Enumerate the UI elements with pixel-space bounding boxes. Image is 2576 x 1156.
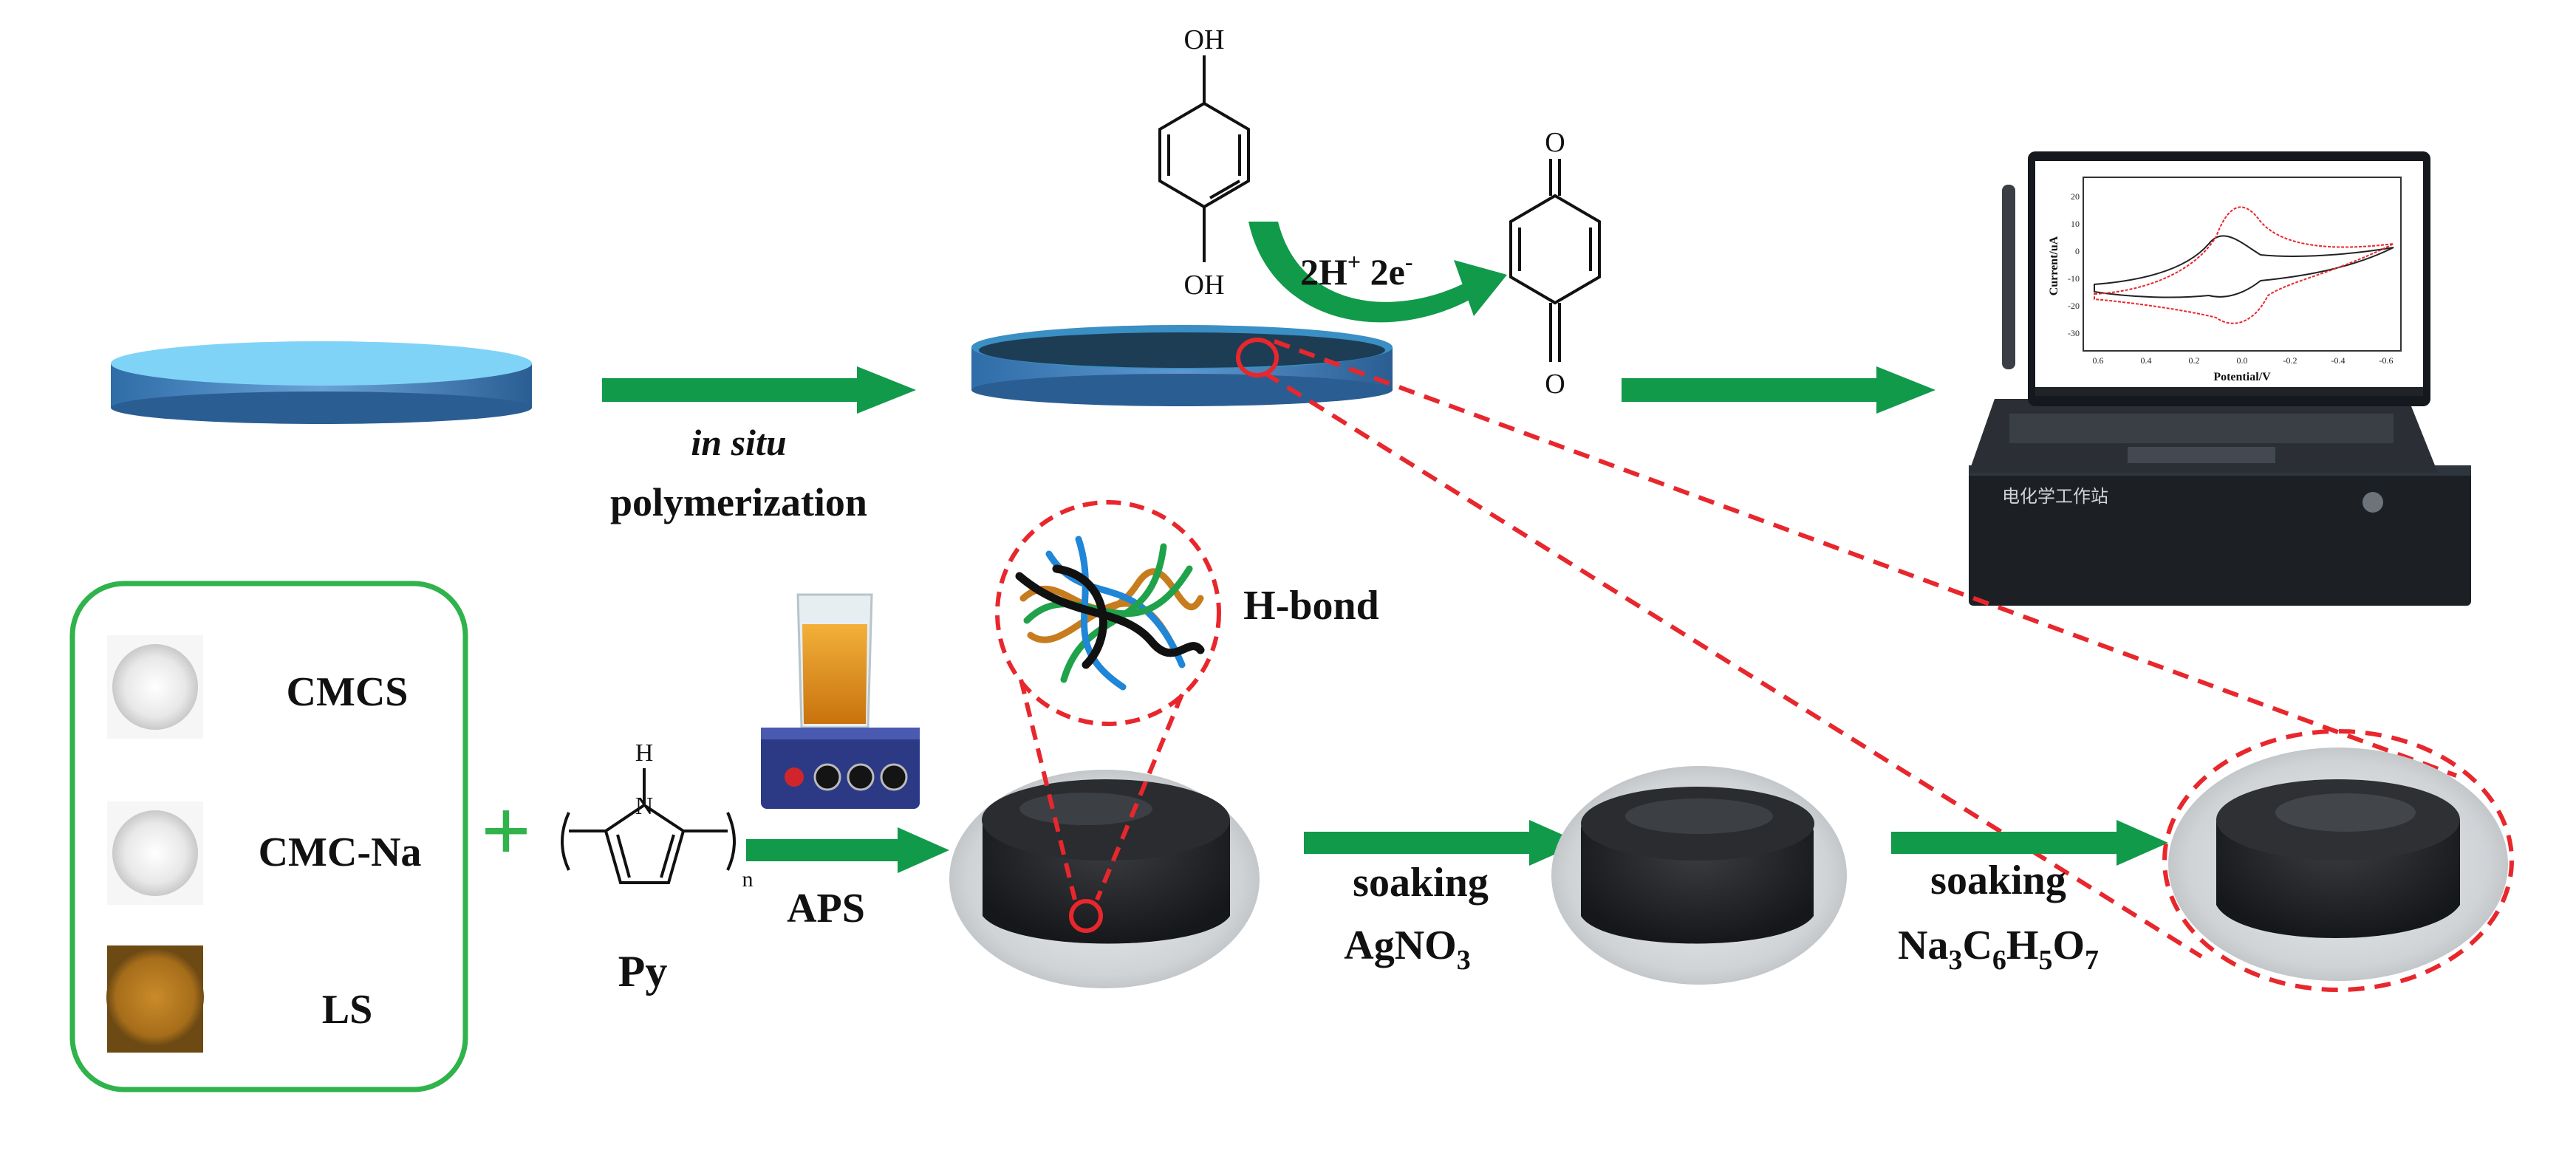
benzoquinone-structure bbox=[1509, 159, 1601, 362]
soak2-reagent: Na3C6H5O7 bbox=[1898, 923, 2099, 976]
cv-x-tick-6: -0.6 bbox=[2379, 355, 2394, 366]
cv-x-tick-3: 0.0 bbox=[2237, 355, 2248, 366]
cv-x-tick-0: 0.6 bbox=[2093, 355, 2104, 366]
aps-label: APS bbox=[787, 886, 865, 931]
soak2-label: soaking bbox=[1930, 858, 2066, 903]
redox-curved-arrow bbox=[1248, 222, 1507, 323]
cv-y-tick-2: 0 bbox=[2075, 246, 2080, 256]
cv-y-tick-4: -20 bbox=[2068, 301, 2080, 311]
quinone-o-bottom: O bbox=[1545, 369, 1565, 400]
device-brand-label: 电化学工作站 bbox=[2002, 487, 2108, 507]
hydrogel-photo-final bbox=[2162, 729, 2514, 992]
arrow-aps bbox=[746, 827, 949, 873]
cv-curve-black bbox=[2094, 235, 2394, 298]
precursor-legend-box: CMCS CMC-Na LS bbox=[69, 581, 468, 1092]
soak1-label: soaking bbox=[1353, 860, 1489, 906]
cv-y-axis-label: Current/uA bbox=[2048, 236, 2060, 295]
electrochemical-workstation: 电化学工作站 bbox=[1969, 465, 2471, 606]
polymerization-label: polymerization bbox=[610, 480, 867, 524]
legend-item-ls: LS bbox=[322, 987, 373, 1033]
legend-item-cmc-na: CMC-Na bbox=[259, 830, 422, 875]
legend-item-cmcs: CMCS bbox=[287, 669, 409, 715]
cv-y-tick-1: 10 bbox=[2071, 219, 2080, 229]
hydroquinone-structure bbox=[1158, 55, 1250, 262]
cv-curve-red bbox=[2094, 206, 2394, 324]
cv-plot: 20 10 0 -10 -20 -30 0.6 0.4 0.2 0.0 -0.2… bbox=[2048, 177, 2402, 383]
cv-x-tick-4: -0.2 bbox=[2283, 355, 2297, 366]
cv-x-tick-2: 0.2 bbox=[2189, 355, 2200, 366]
hydroquinone-oh-top: OH bbox=[1184, 24, 1225, 55]
hbond-zoom-circle bbox=[995, 500, 1221, 726]
quinone-o-top: O bbox=[1545, 127, 1565, 158]
cv-y-tick-3: -10 bbox=[2068, 273, 2080, 284]
plus-sign: + bbox=[481, 782, 531, 880]
hbond-zoom-lines bbox=[1019, 679, 1184, 901]
coated-electrode-disc bbox=[971, 325, 1393, 406]
magnetic-stirrer-photo bbox=[739, 580, 938, 816]
hbond-label: H-bond bbox=[1243, 583, 1379, 629]
hbond-zoom-spot bbox=[1069, 899, 1103, 933]
arrow-soaking-citrate bbox=[1891, 820, 2168, 866]
zoom-indicator bbox=[1263, 339, 2458, 959]
in-situ-label: in situ bbox=[691, 422, 786, 463]
cv-x-tick-5: -0.4 bbox=[2331, 355, 2346, 366]
hydrogel-photo-2 bbox=[1551, 766, 1847, 985]
py-label: Py bbox=[618, 947, 668, 996]
cv-x-tick-1: 0.4 bbox=[2141, 355, 2152, 366]
polypyrrole-structure bbox=[561, 768, 736, 884]
cv-y-tick-5: -30 bbox=[2068, 328, 2080, 338]
redox-label: 2H+ 2e- bbox=[1300, 248, 1413, 293]
soak1-reagent: AgNO3 bbox=[1344, 923, 1470, 976]
pyrrole-n: N bbox=[635, 793, 654, 820]
pyrrole-h: H bbox=[635, 739, 654, 767]
bare-electrode-disc bbox=[111, 341, 532, 424]
arrow-polymerization bbox=[602, 366, 916, 414]
arrow-to-workstation bbox=[1622, 366, 1936, 414]
cv-y-tick-0: 20 bbox=[2071, 191, 2080, 202]
pyrrole-subscript-n: n bbox=[742, 867, 754, 892]
zoom-circle-small bbox=[1236, 338, 1279, 377]
arrow-soaking-agno3 bbox=[1304, 820, 1581, 866]
hydroquinone-oh-bottom: OH bbox=[1184, 270, 1225, 301]
cv-x-axis-label: Potential/V bbox=[2213, 371, 2271, 383]
